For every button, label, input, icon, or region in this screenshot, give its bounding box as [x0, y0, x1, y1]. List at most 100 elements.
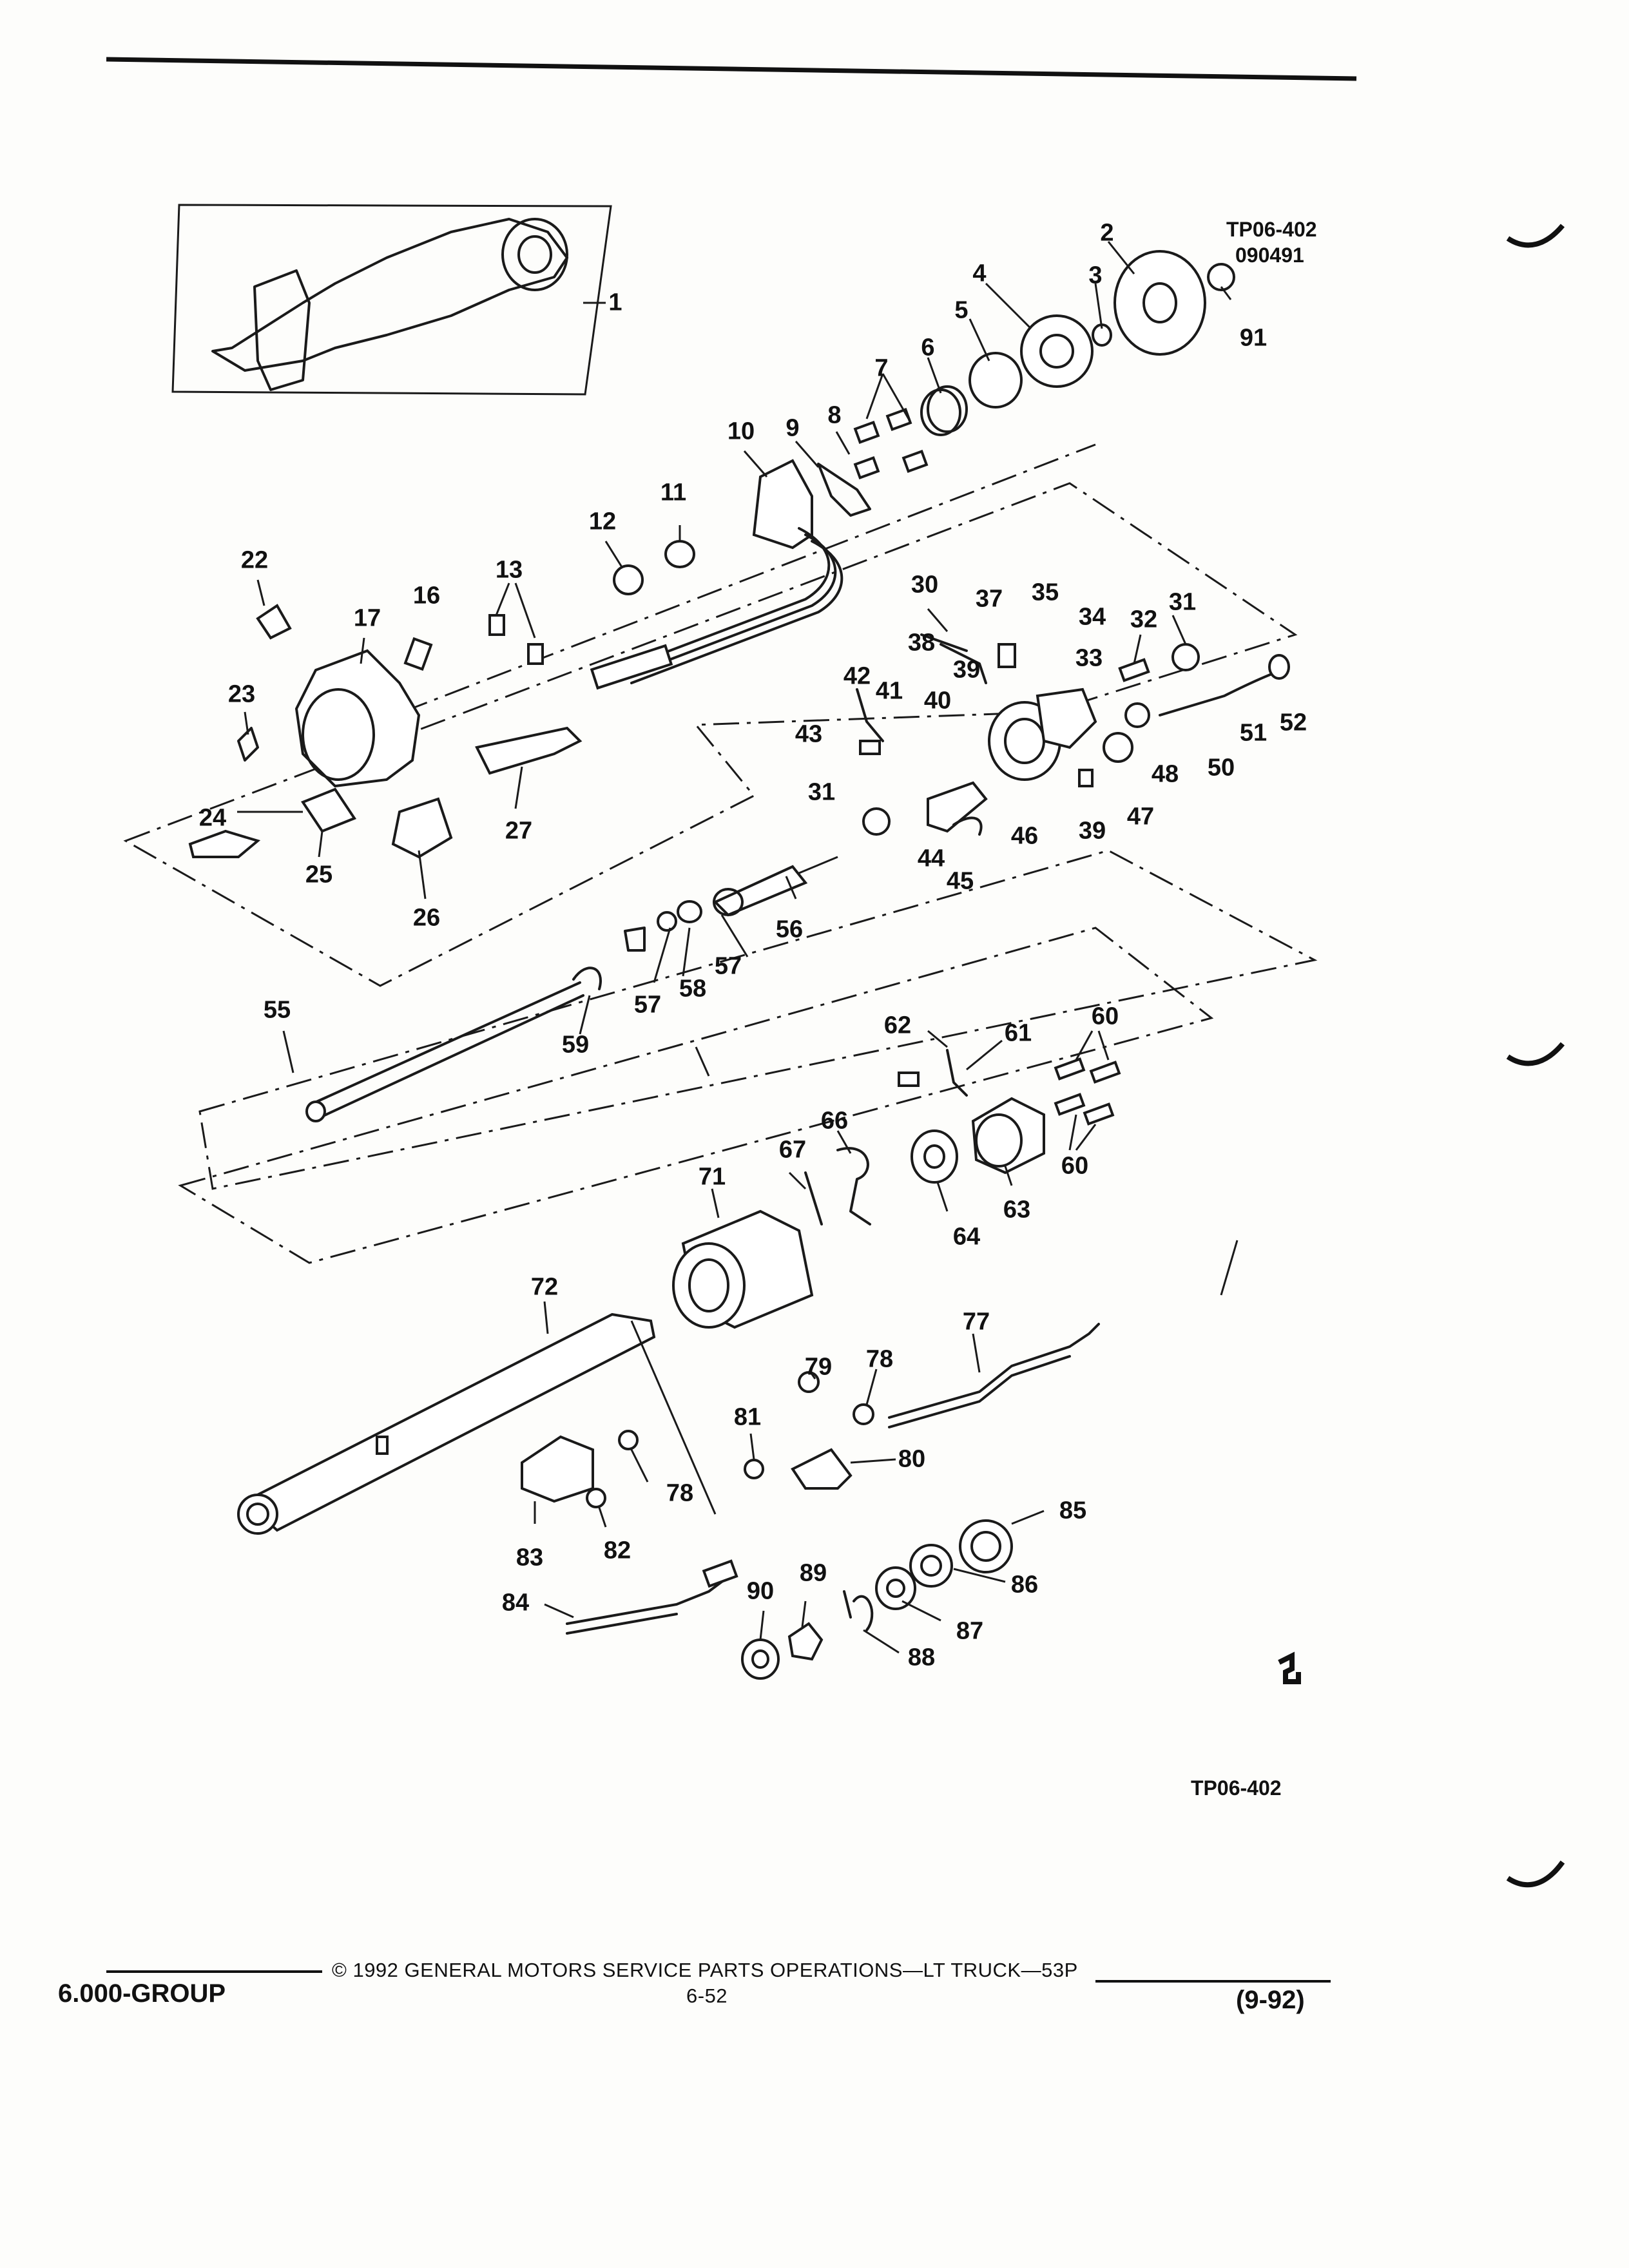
callout-8: 8 [827, 401, 842, 429]
callout-25: 25 [305, 861, 333, 889]
callout-34: 34 [1078, 603, 1106, 631]
callout-67: 67 [778, 1136, 807, 1164]
callout-51: 51 [1239, 719, 1268, 747]
callout-89: 89 [799, 1559, 827, 1587]
callout-87: 87 [956, 1617, 984, 1645]
callout-26: 26 [412, 904, 441, 932]
callout-46: 46 [1010, 822, 1039, 850]
callout-22: 22 [240, 546, 269, 574]
callout-64: 64 [952, 1223, 981, 1251]
callout-35: 35 [1031, 579, 1059, 606]
callout-71: 71 [698, 1163, 726, 1191]
column-jacket [237, 1312, 717, 1535]
callout-86: 86 [1010, 1571, 1039, 1599]
callout-2: 2 [1100, 219, 1114, 247]
callout-39a: 39 [952, 656, 981, 684]
callout-45: 45 [946, 867, 974, 895]
corner-logo [1278, 1651, 1301, 1684]
callout-58: 58 [679, 975, 707, 1003]
callout-3: 3 [1088, 262, 1103, 289]
callout-27: 27 [505, 817, 533, 845]
callout-7: 7 [874, 354, 889, 382]
callout-77: 77 [962, 1308, 990, 1336]
callout-57a: 57 [633, 991, 662, 1019]
callout-24: 24 [198, 804, 227, 832]
callout-63: 63 [1003, 1196, 1031, 1224]
callout-41: 41 [875, 677, 903, 705]
callout-78b: 78 [666, 1479, 694, 1507]
assembled-column-inset [171, 204, 612, 396]
callout-61: 61 [1004, 1019, 1032, 1047]
lower-group-frame [178, 927, 1214, 1264]
callout-13: 13 [495, 556, 523, 584]
screws [817, 407, 929, 517]
callout-81: 81 [733, 1403, 762, 1431]
callout-30: 30 [911, 571, 939, 599]
callout-57b: 57 [714, 952, 742, 980]
callout-42: 42 [843, 662, 871, 690]
lower-shaft [305, 966, 602, 1122]
callout-4: 4 [972, 260, 987, 287]
callout-59: 59 [561, 1031, 590, 1059]
callout-leaders [237, 241, 1239, 1654]
diagram-code-bottom: TP06-402 [1191, 1776, 1282, 1800]
lock-plate-star [1020, 314, 1094, 388]
steering-shaft-upper [624, 856, 838, 952]
callout-44: 44 [917, 845, 945, 872]
footer-page-number: 6-52 [686, 1984, 728, 2007]
lower-bearing-parts [566, 1519, 1013, 1680]
callout-33: 33 [1075, 644, 1103, 672]
bearing-12 [613, 564, 644, 595]
callout-84: 84 [501, 1589, 530, 1617]
callout-55: 55 [263, 996, 291, 1024]
callout-47: 47 [1126, 803, 1155, 831]
turn-signal-switch [590, 459, 843, 690]
column-housing-group [856, 633, 1290, 836]
callout-11: 11 [660, 479, 687, 506]
lever-brackets [521, 1323, 1100, 1508]
page-curl-bottom [1506, 1860, 1565, 1888]
callout-31b: 31 [807, 778, 836, 806]
page-curl-mid [1506, 1042, 1565, 1066]
lock-housing [188, 604, 583, 859]
diagram-date-top: 090491 [1235, 244, 1304, 267]
callout-16: 16 [412, 582, 441, 610]
callout-80: 80 [898, 1445, 926, 1473]
callout-60b: 60 [1061, 1152, 1089, 1180]
shaft-group-frame [198, 849, 1318, 1190]
callout-56: 56 [775, 916, 804, 943]
callout-78a: 78 [865, 1345, 894, 1373]
footer-group: 6.000-GROUP [58, 1979, 226, 2008]
diagram-code-top: TP06-402 [1226, 218, 1317, 241]
callout-66: 66 [820, 1107, 849, 1135]
callout-12: 12 [588, 508, 617, 535]
callout-32: 32 [1130, 606, 1158, 633]
callout-5: 5 [954, 296, 969, 324]
callout-6: 6 [921, 334, 935, 361]
callout-38: 38 [907, 629, 936, 657]
callout-82: 82 [603, 1537, 631, 1564]
callout-90: 90 [746, 1577, 775, 1605]
callout-37: 37 [975, 585, 1003, 613]
callout-85: 85 [1059, 1497, 1087, 1524]
callout-60a: 60 [1091, 1003, 1119, 1030]
callout-83: 83 [516, 1544, 544, 1571]
hub-parts [920, 250, 1235, 436]
callout-48: 48 [1151, 760, 1179, 788]
footer-copyright: © 1992 GENERAL MOTORS SERVICE PARTS OPER… [332, 1959, 1078, 1981]
callout-43: 43 [795, 720, 823, 748]
callout-17: 17 [353, 604, 381, 632]
header-rule [106, 57, 1357, 81]
bearing-11 [664, 540, 695, 568]
callout-39b: 39 [1078, 817, 1106, 845]
callout-9: 9 [786, 414, 800, 442]
callout-40: 40 [923, 687, 952, 715]
callout-31a: 31 [1168, 588, 1197, 616]
callout-88: 88 [907, 1644, 936, 1671]
callout-79: 79 [804, 1353, 833, 1381]
callout-1: 1 [608, 289, 622, 316]
callout-52: 52 [1279, 709, 1307, 736]
callout-62: 62 [883, 1012, 912, 1039]
